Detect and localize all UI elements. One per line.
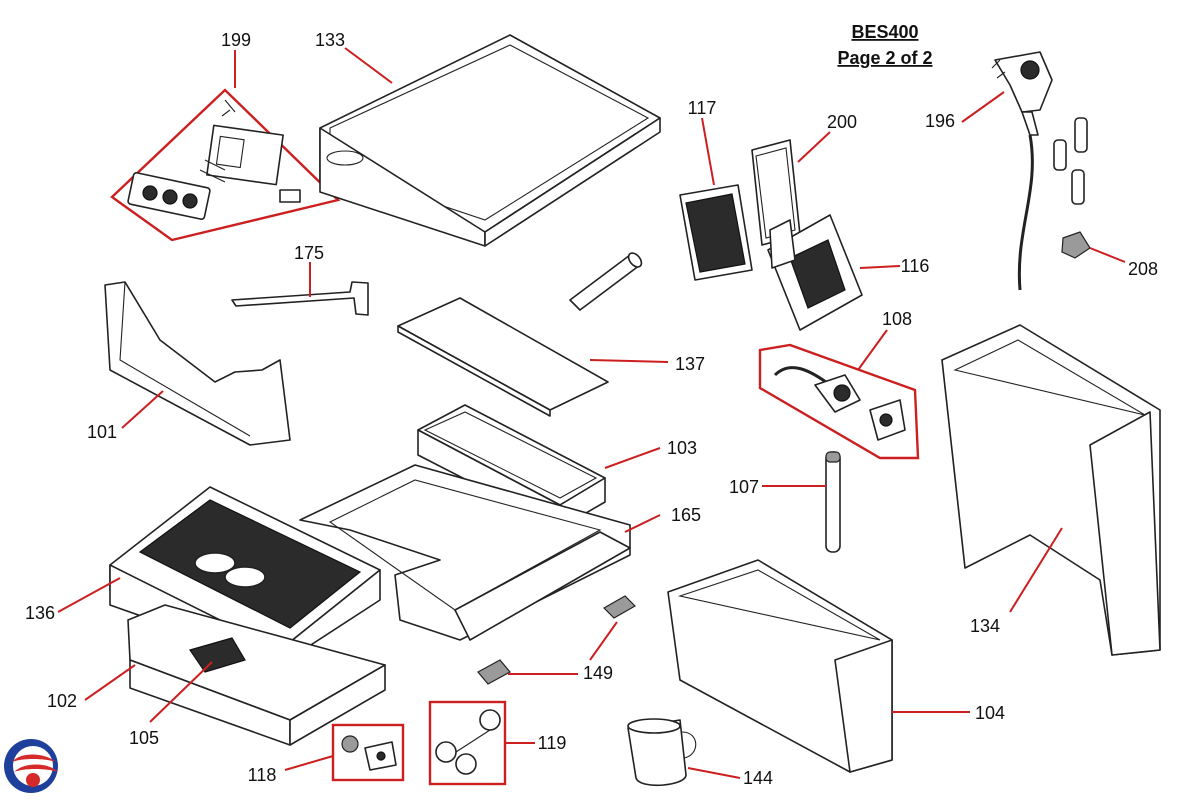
part-144-milk-jug [627, 718, 697, 787]
callout-105: 105 [129, 728, 159, 748]
callout-107: 107 [729, 477, 759, 497]
part-101-side-panel [104, 281, 291, 446]
callout-196: 196 [925, 111, 955, 131]
part-175-hinge-rod [231, 281, 369, 316]
part-165-base-frame [299, 464, 631, 641]
part-208-strain-relief [1061, 231, 1091, 259]
callout-102: 102 [47, 691, 77, 711]
part-199-switch-assembly [110, 88, 341, 242]
part-104-water-tank [667, 559, 893, 773]
part-117-panel-plate [679, 184, 753, 281]
callout-101: 101 [87, 422, 117, 442]
part-137-drip-plate [397, 297, 609, 417]
callout-208: 208 [1128, 259, 1158, 279]
part-tube-spacer [569, 252, 643, 311]
callout-149: 149 [583, 663, 613, 683]
callout-108: 108 [882, 309, 912, 329]
part-118-clips [331, 723, 405, 782]
part-107-steam-wand [825, 451, 841, 553]
brand-logo [4, 739, 58, 793]
part-133-cup-warmer-cover [319, 34, 661, 247]
callout-200: 200 [827, 112, 857, 132]
part-119-filter-caps [428, 700, 507, 786]
callout-133: 133 [315, 30, 345, 50]
page-indicator: Page 2 of 2 [837, 48, 932, 68]
part-200-insulation-sheet [751, 139, 801, 246]
callout-104: 104 [975, 703, 1005, 723]
model-heading: BES400 [851, 22, 918, 42]
callout-118: 118 [248, 765, 277, 785]
part-105-float [189, 637, 246, 673]
callout-134: 134 [970, 616, 1000, 636]
part-134-housing [941, 324, 1161, 656]
callout-117: 117 [688, 98, 717, 118]
part-149-rubber-feet [477, 595, 636, 685]
callout-144: 144 [743, 768, 773, 788]
part-196-power-cord [991, 51, 1088, 291]
part-108-pump-assembly [758, 343, 920, 460]
callout-136: 136 [25, 603, 55, 623]
callout-119: 119 [538, 733, 567, 753]
callout-199: 199 [221, 30, 251, 50]
callout-175: 175 [294, 243, 324, 263]
callout-116: 116 [901, 256, 930, 276]
callout-137: 137 [675, 354, 705, 374]
part-102-lower-drip-tray [127, 604, 386, 746]
callout-103: 103 [667, 438, 697, 458]
callout-165: 165 [671, 505, 701, 525]
part-116-mounting-bracket [767, 214, 863, 331]
